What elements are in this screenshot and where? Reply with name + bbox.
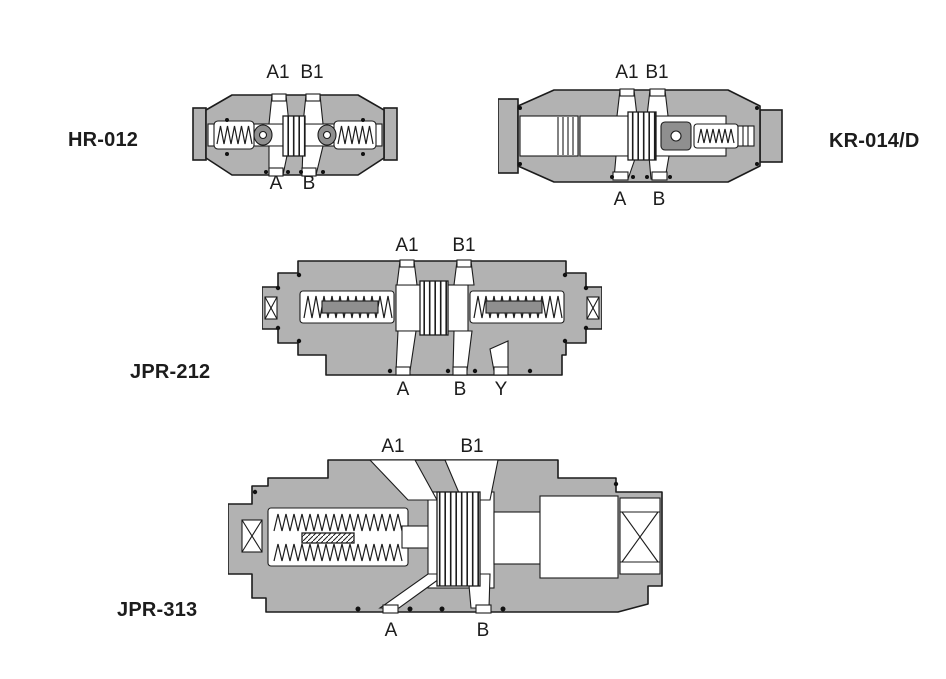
valve-model-label: JPR-212 xyxy=(130,361,211,383)
kr-014d-cross-section-drawing xyxy=(498,88,783,183)
port-label-b1: B1 xyxy=(300,62,324,83)
left-spring-assembly xyxy=(213,120,273,150)
port-label-a1: A1 xyxy=(615,62,639,83)
right-seal-x-box xyxy=(586,296,600,320)
port-label-a: A xyxy=(384,620,398,641)
seal-dots xyxy=(252,481,619,612)
port-label-y: Y xyxy=(494,379,508,400)
port-label-b: B xyxy=(302,173,316,194)
left-spring-assembly xyxy=(299,290,395,324)
port-label-b1: B1 xyxy=(460,436,484,457)
port-label-a: A xyxy=(269,173,283,194)
port-label-a1: A1 xyxy=(395,235,419,256)
port-label-a: A xyxy=(613,189,627,210)
right-seal-x-block xyxy=(619,497,661,575)
port-label-b: B xyxy=(476,620,490,641)
port-label-b: B xyxy=(453,379,467,400)
left-seal-x-box xyxy=(241,519,263,553)
seal-dots xyxy=(225,118,365,174)
port-label-a1: A1 xyxy=(381,436,405,457)
jpr-313-cross-section-drawing xyxy=(228,459,663,614)
spool-hatch xyxy=(627,111,657,161)
port-label-b1: B1 xyxy=(452,235,476,256)
port-label-a: A xyxy=(396,379,410,400)
left-seal-x-box xyxy=(264,296,278,320)
valve-model-label: KR-014/D xyxy=(829,130,920,152)
seal-dots xyxy=(518,106,759,179)
seal-dots xyxy=(275,272,589,374)
internal-cavities xyxy=(368,459,619,614)
spool-hatch xyxy=(436,491,481,587)
left-plug-cylinder xyxy=(519,115,579,157)
right-spring-assembly xyxy=(469,290,565,324)
port-label-b1: B1 xyxy=(645,62,669,83)
right-spring-assembly xyxy=(317,120,377,150)
port-label-b: B xyxy=(652,189,666,210)
right-check-spring-assembly xyxy=(660,121,755,151)
spool-hatch xyxy=(419,280,449,336)
spool-hatch xyxy=(282,115,306,157)
hr-012-cross-section-drawing xyxy=(192,93,398,177)
valve-model-label: JPR-313 xyxy=(117,599,198,621)
port-label-a1: A1 xyxy=(266,62,290,83)
jpr-212-cross-section-drawing xyxy=(262,259,602,376)
valve-model-label: HR-012 xyxy=(68,129,139,151)
